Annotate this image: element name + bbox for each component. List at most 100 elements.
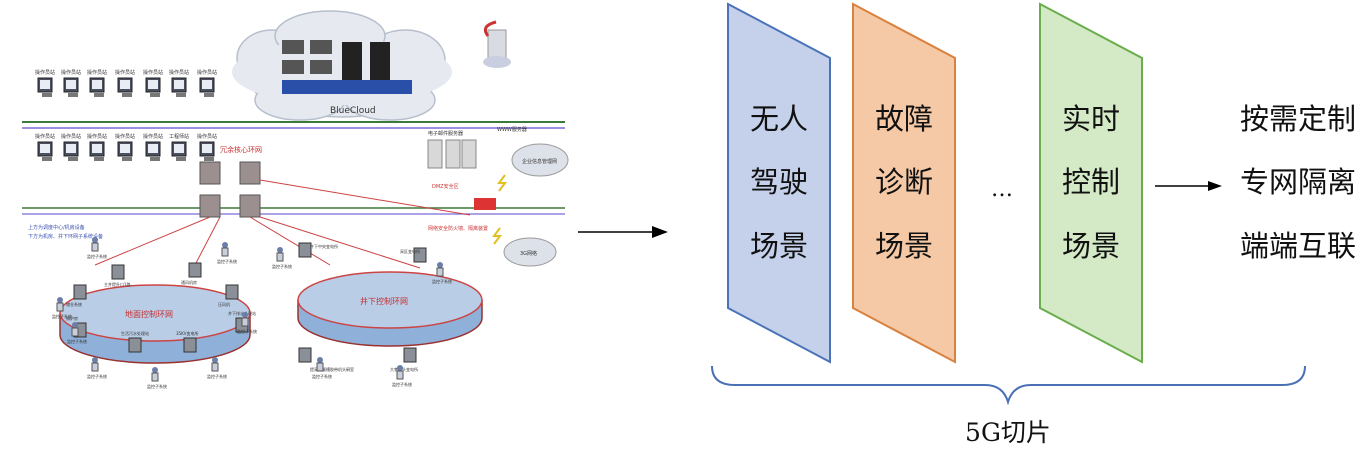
- storage-array-icon: [282, 80, 412, 94]
- brace-label: 5G切片: [965, 418, 1051, 447]
- slice-panel-shape: [1039, 2, 1143, 364]
- monitor-subsystem-icon: 监控子系统: [237, 312, 257, 334]
- outcome-text-3: 端端互联: [1240, 229, 1356, 263]
- main-arrow: [578, 226, 668, 238]
- www-server-label: WWW服务器: [497, 126, 527, 133]
- switch-icon: [199, 194, 221, 218]
- workstation-label: 操作员站: [115, 133, 135, 140]
- wireless-icon: [492, 227, 502, 245]
- ring-node-label: 通风机房: [181, 279, 197, 285]
- workstation-icon: 操作员站: [61, 69, 81, 97]
- monitor-subsystem-icon: 监控子系统: [52, 297, 72, 319]
- slice-panel-shape: [727, 2, 831, 364]
- monitor-subsystem-label: 监控子系统: [67, 338, 87, 344]
- workstation-label: 操作员站: [61, 133, 81, 140]
- workstation-label: 操作员站: [197, 69, 217, 76]
- monitor-subsystem-label: 监控子系统: [52, 313, 72, 319]
- workstation-icon: 工程师站: [169, 133, 189, 161]
- switch-node-icon: [298, 242, 312, 258]
- slice-text-2: 诊断: [875, 165, 933, 199]
- switch-icon: [239, 194, 261, 218]
- workstation-icon: 操作员站: [143, 69, 163, 97]
- workstation-icon: 操作员站: [115, 69, 135, 97]
- switch-node-icon: [73, 284, 87, 300]
- workstation-icon: 操作员站: [197, 133, 217, 161]
- 3g-cloud: 3G网络: [503, 237, 557, 267]
- workstation-icon: 操作员站: [61, 133, 81, 161]
- monitor-subsystem-icon: 监控子系统: [207, 357, 227, 379]
- slice-panel-shape: [852, 2, 956, 364]
- core-ring: 冗余核心环网: [199, 145, 262, 218]
- switch-node-icon: [403, 347, 417, 363]
- server-icon: [445, 139, 461, 169]
- monitor-subsystem-label: 监控子系统: [207, 373, 227, 379]
- server-rack-icon: [370, 42, 390, 80]
- monitor-subsystem-icon: 监控子系统: [272, 247, 292, 269]
- ring-node-label: 井下中央变电所: [310, 243, 338, 249]
- link-line: [94, 216, 211, 266]
- workstation-icon: 操作员站: [87, 69, 107, 97]
- slice-panel-fault-diagnosis: 故障 诊断 场景: [852, 2, 956, 364]
- link-line: [249, 216, 331, 266]
- server-icon: [282, 60, 304, 74]
- slice-text-2: 控制: [1062, 165, 1120, 199]
- monitor-subsystem-icon: 监控子系统: [87, 357, 107, 379]
- workstation-label: 操作员站: [115, 69, 135, 76]
- server-icon: [461, 139, 477, 169]
- monitor-subsystem-label: 监控子系统: [87, 253, 107, 259]
- switch-node-icon: [188, 262, 202, 278]
- workstation-icon: 操作员站: [197, 69, 217, 97]
- slice-text-2: 驾驶: [750, 165, 808, 199]
- switch-icon: [239, 161, 261, 185]
- ring-node-label: 大巷机头变电所: [390, 366, 418, 372]
- 3g-label: 3G网络: [520, 250, 537, 257]
- outcome-list: 按需定制 专网隔离 端端互联: [1240, 102, 1356, 263]
- server-icon: [310, 60, 332, 74]
- monitor-subsystem-icon: 监控子系统: [217, 242, 237, 264]
- network-topology: BlueCloud 操作员站操作员站操作员站操作员站操作员站操作员站操作员站 操…: [22, 10, 569, 389]
- cloud: BlueCloud: [232, 10, 452, 121]
- workstation-icon: 操作员站: [115, 133, 135, 161]
- workstation-label: 操作员站: [87, 69, 107, 76]
- monitor-subsystem-label: 监控子系统: [87, 373, 107, 379]
- outcome-text-1: 按需定制: [1240, 102, 1356, 136]
- dmz-servers: 电子邮件服务器 WWW服务器 DMZ安全区 网络安全防火墙、隔离装置: [427, 126, 527, 232]
- monitor-subsystem-icon: 监控子系统: [87, 237, 107, 259]
- monitor-subsystem-label: 监控子系统: [392, 381, 412, 387]
- monitor-subsystem-label: 监控子系统: [147, 383, 167, 389]
- slice-text-1: 故障: [875, 102, 933, 136]
- ring-node-label: 储仓系统: [66, 301, 82, 307]
- outcome-arrow: [1155, 181, 1222, 191]
- slice-text-3: 场景: [750, 229, 808, 263]
- ellipsis-text: …: [991, 177, 1013, 202]
- workstation-label: 操作员站: [35, 69, 55, 76]
- ring-node-label: 井下排水处理站: [228, 310, 256, 316]
- link-line: [259, 216, 421, 269]
- ring-node-label: 主井提升口1路: [104, 281, 131, 287]
- workstation-icon: 操作员站: [169, 69, 189, 97]
- core-ring-label: 冗余核心环网: [220, 145, 262, 154]
- switch-node-icon: [225, 284, 239, 300]
- enterprise-net-label: 企业信息管理网: [522, 158, 557, 165]
- wireless-icon: [497, 174, 507, 192]
- workstation-icon: 操作员站: [143, 133, 163, 161]
- workstation-icon: 操作员站: [35, 69, 55, 97]
- server-rack-icon: [342, 42, 362, 80]
- ring-node-label: 生活污水处理站: [121, 330, 149, 336]
- slice-brace: [711, 365, 1306, 406]
- switch-node-icon: [128, 337, 142, 353]
- workstation-icon: 操作员站: [35, 133, 55, 161]
- switch-node-icon: [413, 247, 427, 263]
- workstation-label: 操作员站: [197, 133, 217, 140]
- firewall-icon: [474, 198, 496, 210]
- monitor-subsystem-label: 监控子系统: [217, 258, 237, 264]
- backup-server-icon: [483, 20, 511, 68]
- ring-node-label: 锅炉房: [66, 315, 78, 321]
- slice-panel-realtime-control: 实时 控制 场景: [1039, 2, 1143, 364]
- monitor-subsystem-label: 监控子系统: [312, 373, 332, 379]
- monitor-subsystem-icon: 监控子系统: [312, 357, 332, 379]
- monitor-subsystem-icon: 监控子系统: [147, 367, 167, 389]
- ring-node-label: 提采面顺槽胶带机头硐室: [310, 366, 354, 372]
- link-line: [259, 179, 471, 216]
- left-note-2: 下方为机房、井下环网子系统设备: [28, 233, 103, 240]
